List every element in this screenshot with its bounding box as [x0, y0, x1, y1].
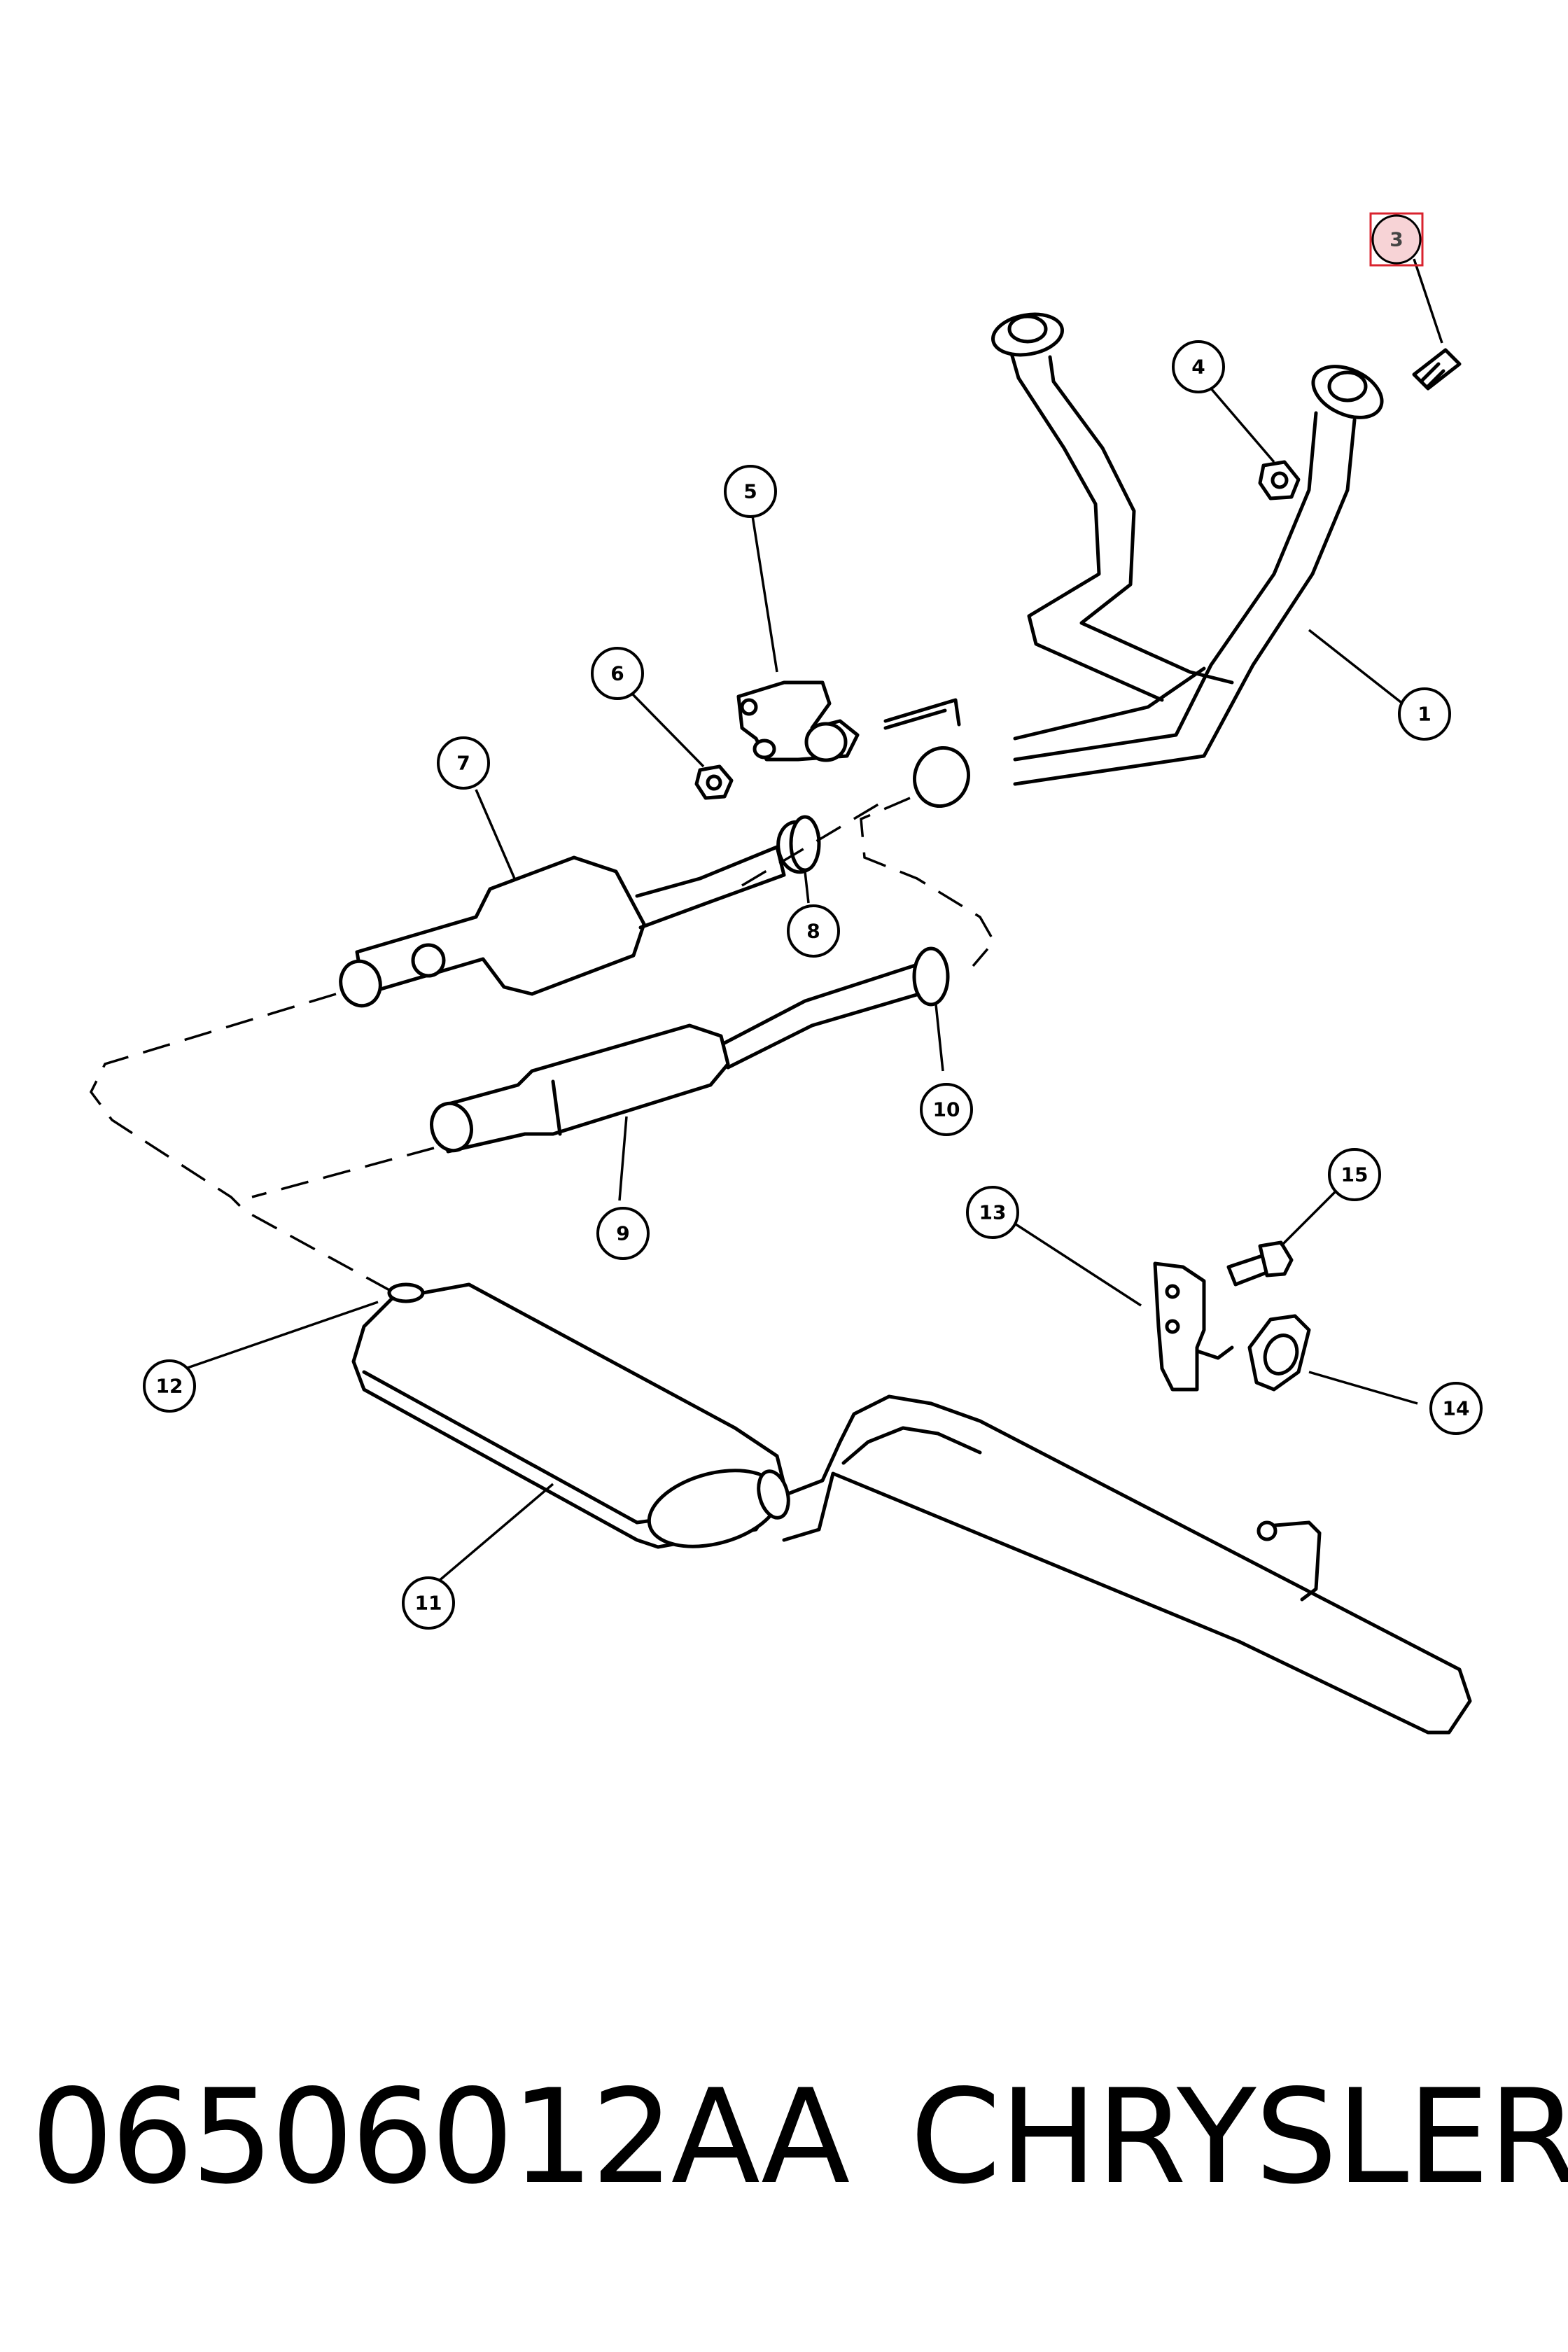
callout-9[interactable]: 9 [596, 1207, 650, 1260]
callout-3-label: 3 [1390, 228, 1403, 251]
callout-8[interactable]: 8 [787, 904, 840, 958]
brand-text: CHRYSLER [910, 2061, 1568, 2213]
callout-10-label: 10 [933, 1098, 960, 1121]
part-3-bolt[interactable] [1412, 348, 1462, 391]
callout-3[interactable]: 3 [1369, 212, 1424, 267]
callout-7-label: 7 [456, 752, 470, 775]
callout-14-label: 14 [1443, 1397, 1470, 1420]
callout-15[interactable]: 15 [1328, 1148, 1381, 1201]
alignment-dashed-lines [89, 797, 996, 1293]
callout-9-label: 9 [616, 1222, 629, 1245]
callout-11[interactable]: 11 [402, 1576, 455, 1630]
callout-11-label: 11 [415, 1592, 442, 1615]
callout-10[interactable]: 10 [920, 1083, 973, 1136]
part-12-hanger[interactable] [387, 1282, 425, 1303]
part-10-clamp[interactable] [912, 946, 950, 1007]
part-11-muffler-and-tailpipe[interactable] [351, 1282, 1472, 1735]
callout-4-label: 4 [1191, 356, 1205, 379]
callout-13-label: 13 [979, 1201, 1007, 1224]
callout-7[interactable]: 7 [437, 736, 490, 790]
callout-14[interactable]: 14 [1429, 1382, 1483, 1435]
part-15-bolt[interactable] [1226, 1240, 1294, 1287]
part-8-clamp[interactable] [789, 815, 821, 872]
callout-12[interactable]: 12 [143, 1359, 196, 1413]
part-5-bracket[interactable] [736, 680, 860, 762]
callout-12-label: 12 [156, 1375, 183, 1398]
callout-4[interactable]: 4 [1172, 340, 1225, 393]
part-number-text: 06506012AA [31, 2061, 850, 2213]
part-4-nut[interactable] [1258, 460, 1301, 500]
part-13-hanger-bracket[interactable] [1153, 1261, 1234, 1392]
part-1-front-exhaust-pipe[interactable] [883, 309, 1390, 814]
callout-1-label: 1 [1418, 703, 1431, 726]
part-14-isolator[interactable] [1247, 1314, 1311, 1392]
callout-1[interactable]: 1 [1398, 687, 1451, 741]
part-6-nut[interactable] [694, 764, 734, 800]
part-7-catalytic-converter[interactable] [336, 819, 822, 1010]
callout-15-label: 15 [1341, 1163, 1368, 1186]
callout-6[interactable]: 6 [591, 647, 644, 700]
callout-6-label: 6 [610, 662, 624, 685]
callout-13[interactable]: 13 [966, 1186, 1019, 1239]
callout-5-label: 5 [743, 480, 757, 503]
callout-5[interactable]: 5 [724, 465, 777, 518]
part-9-resonator-pipe[interactable] [426, 960, 933, 1155]
callout-8-label: 8 [806, 920, 820, 943]
leader-lines [185, 258, 1443, 1583]
